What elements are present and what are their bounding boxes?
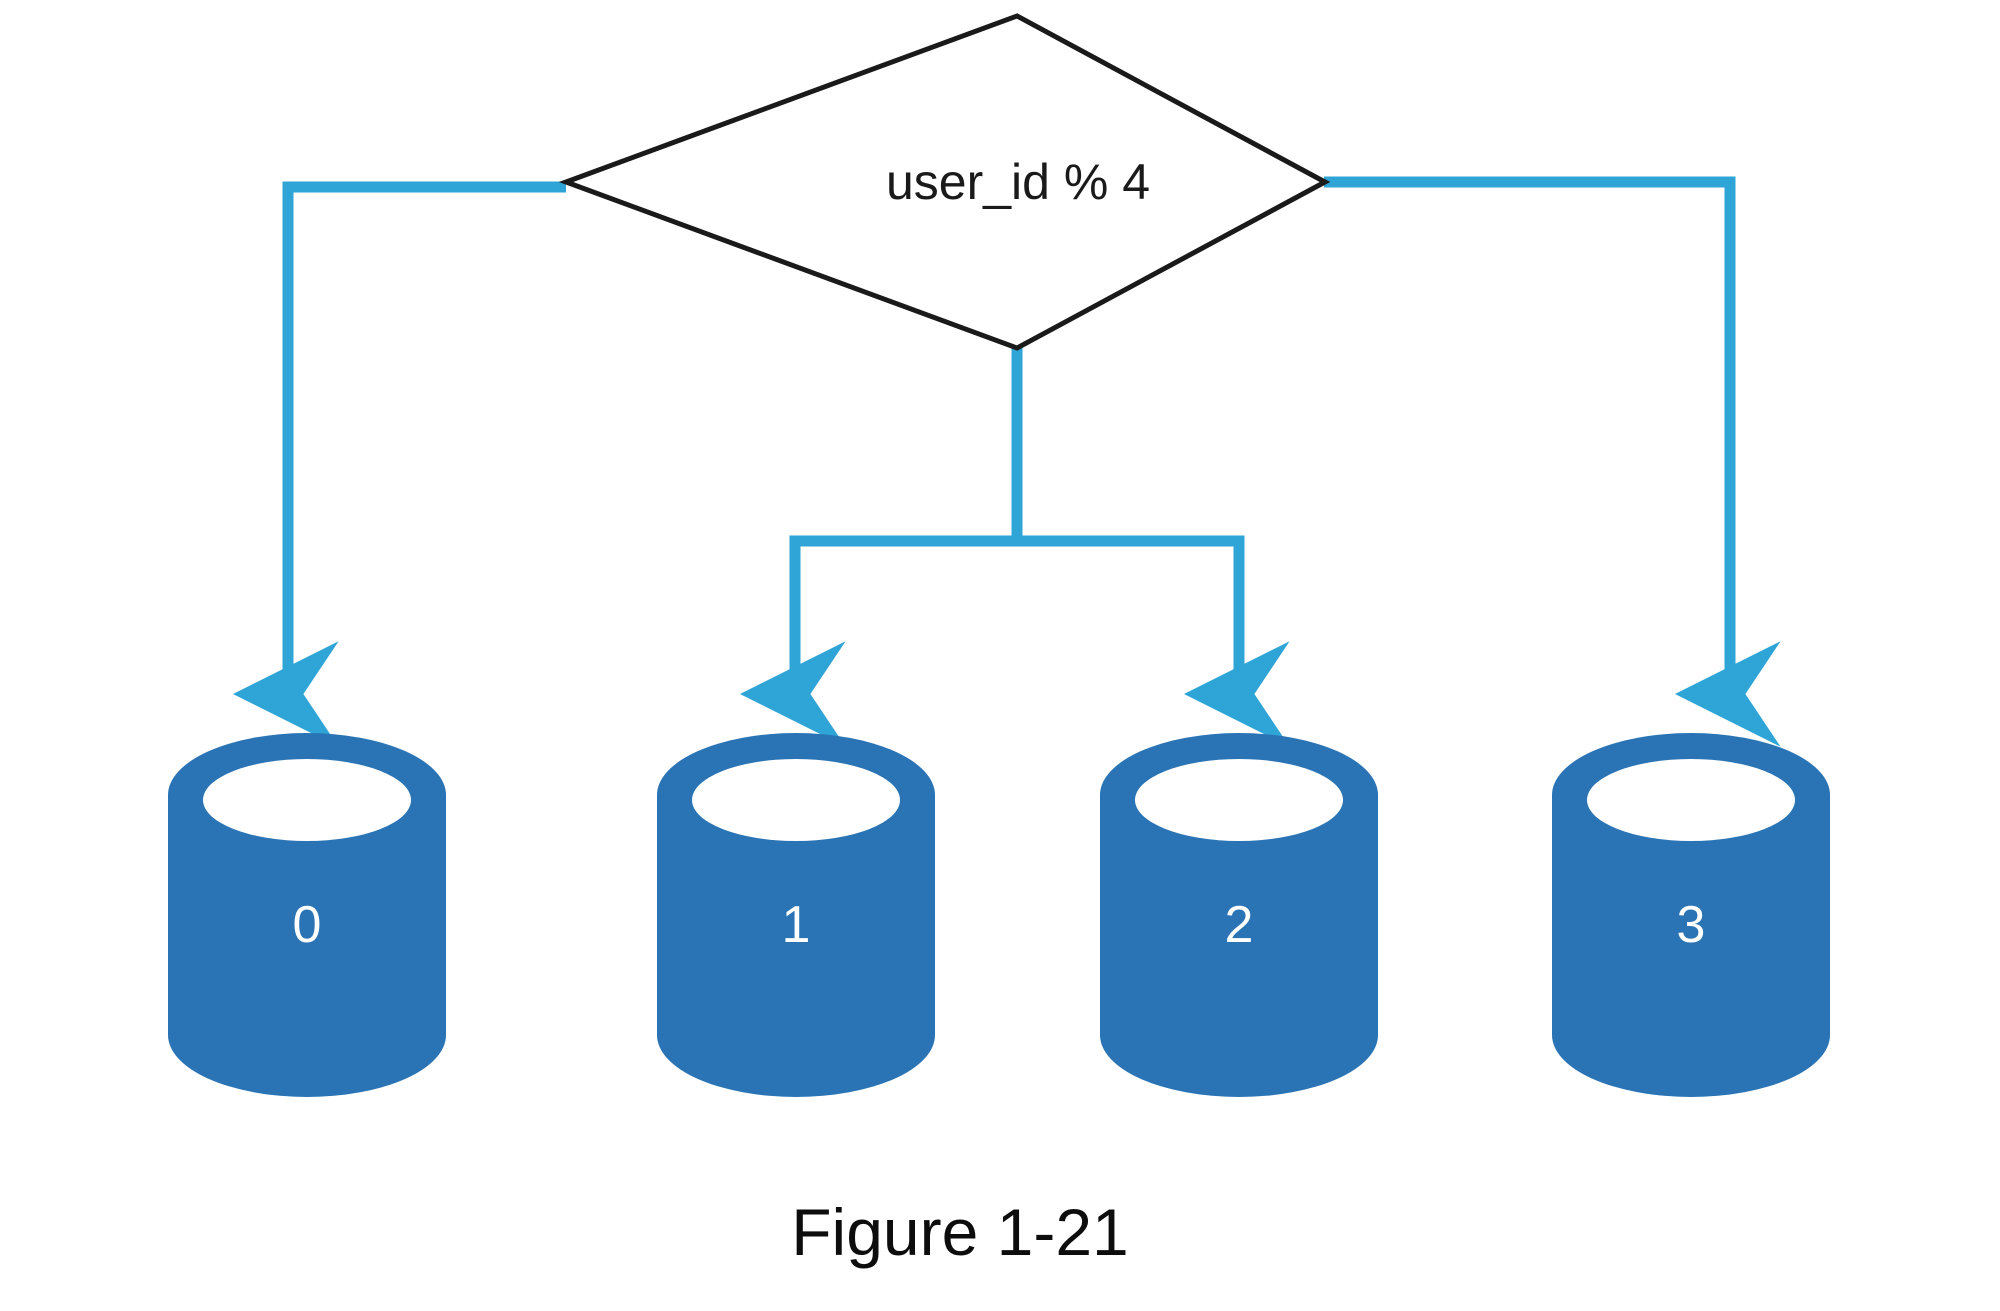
decision-diamond-shape	[558, 13, 1331, 351]
connector-to-shard-0	[233, 181, 566, 747]
cylinder-body-0	[168, 795, 446, 1097]
database-shard-2[interactable]: 2	[1100, 733, 1378, 1097]
connector-to-shard-1	[740, 535, 1017, 747]
database-shard-0[interactable]: 0	[168, 733, 446, 1097]
database-shard-1[interactable]: 1	[657, 733, 935, 1097]
shard-label-2: 2	[1225, 896, 1254, 954]
database-shard-3[interactable]: 3	[1552, 733, 1830, 1097]
shard-label-1: 1	[782, 896, 811, 954]
connector-to-shard-3	[1324, 176, 1781, 747]
cylinder-top-hole-1	[692, 759, 900, 841]
decision-label: user_id % 4	[886, 154, 1150, 210]
connector-to-shard-2	[1017, 535, 1290, 747]
shard-label-0: 0	[293, 896, 322, 954]
figure-caption: Figure 1-21	[791, 1195, 1129, 1269]
cylinder-body-3	[1552, 795, 1830, 1097]
cylinder-top-hole-2	[1135, 759, 1343, 841]
shard-label-3: 3	[1677, 896, 1706, 954]
connector-group	[233, 176, 1781, 747]
cylinder-body-2	[1100, 795, 1378, 1097]
cylinder-top-hole-3	[1587, 759, 1795, 841]
cylinder-top-hole-0	[203, 759, 411, 841]
cylinder-body-1	[657, 795, 935, 1097]
decision-node[interactable]: user_id % 4	[558, 13, 1331, 351]
